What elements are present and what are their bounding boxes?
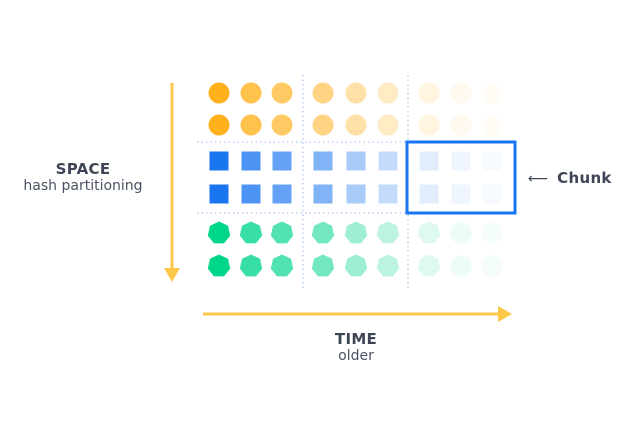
circle-cell-orange <box>345 114 367 136</box>
circle-cell-orange <box>481 82 503 104</box>
square-cell-blue <box>241 151 261 171</box>
space-label: SPACE hash partitioning <box>18 160 148 194</box>
square-cell-blue <box>451 184 471 204</box>
circle-cell-orange <box>377 114 399 136</box>
circle-cell-orange <box>208 114 230 136</box>
heptagon-cell-green <box>449 254 473 277</box>
heptagon-cell-green <box>417 254 441 277</box>
left-arrow-icon: ⟵ <box>528 171 549 187</box>
heptagon-cell-green <box>207 221 231 244</box>
square-cell-blue <box>451 151 471 171</box>
time-subtitle: older <box>338 348 374 364</box>
space-title: SPACE <box>55 160 111 178</box>
square-cell-blue <box>272 151 292 171</box>
time-label: TIME older <box>296 330 416 364</box>
square-cell-blue <box>209 151 229 171</box>
circle-cell-orange <box>481 114 503 136</box>
square-cell-blue <box>272 184 292 204</box>
circle-cell-orange <box>312 82 334 104</box>
square-cell-blue <box>209 184 229 204</box>
square-cell-blue <box>419 151 439 171</box>
space-arrow <box>164 83 180 282</box>
circle-cell-orange <box>208 82 230 104</box>
heptagon-cell-green <box>311 221 335 244</box>
square-cell-blue <box>346 184 366 204</box>
heptagon-cell-green <box>207 254 231 277</box>
square-cell-blue <box>378 184 398 204</box>
heptagon-cell-green <box>270 254 294 277</box>
square-cell-blue <box>313 184 333 204</box>
square-cell-blue <box>241 184 261 204</box>
time-arrow <box>203 306 512 322</box>
square-cell-blue <box>482 151 502 171</box>
space-subtitle: hash partitioning <box>23 178 143 194</box>
chunk-text: Chunk <box>557 169 612 187</box>
circle-cell-orange <box>240 114 262 136</box>
circle-cell-orange <box>271 82 293 104</box>
square-cell-blue <box>378 151 398 171</box>
heptagon-cell-green <box>311 254 335 277</box>
time-title: TIME <box>334 330 378 348</box>
circle-cell-orange <box>418 82 440 104</box>
heptagon-cell-green <box>239 221 263 244</box>
heptagon-cell-green <box>417 221 441 244</box>
circle-cell-orange <box>271 114 293 136</box>
chunk-highlight-box <box>405 140 517 215</box>
heptagon-cell-green <box>449 221 473 244</box>
circle-cell-orange <box>345 82 367 104</box>
partition-dividers <box>197 75 515 290</box>
heptagon-cell-green <box>376 221 400 244</box>
square-cell-blue <box>419 184 439 204</box>
heptagon-cell-green <box>376 254 400 277</box>
heptagon-cell-green <box>344 254 368 277</box>
heptagon-cell-green <box>480 221 504 244</box>
circle-cell-orange <box>312 114 334 136</box>
heptagon-cell-green <box>270 221 294 244</box>
circle-cell-orange <box>450 82 472 104</box>
circle-cell-orange <box>418 114 440 136</box>
circle-cell-orange <box>450 114 472 136</box>
circle-cell-orange <box>240 82 262 104</box>
heptagon-cell-green <box>480 254 504 277</box>
square-cell-blue <box>482 184 502 204</box>
data-cells <box>207 82 504 277</box>
square-cell-blue <box>346 151 366 171</box>
chunk-label: ⟵ Chunk <box>528 168 618 187</box>
circle-cell-orange <box>377 82 399 104</box>
heptagon-cell-green <box>344 221 368 244</box>
square-cell-blue <box>313 151 333 171</box>
heptagon-cell-green <box>239 254 263 277</box>
